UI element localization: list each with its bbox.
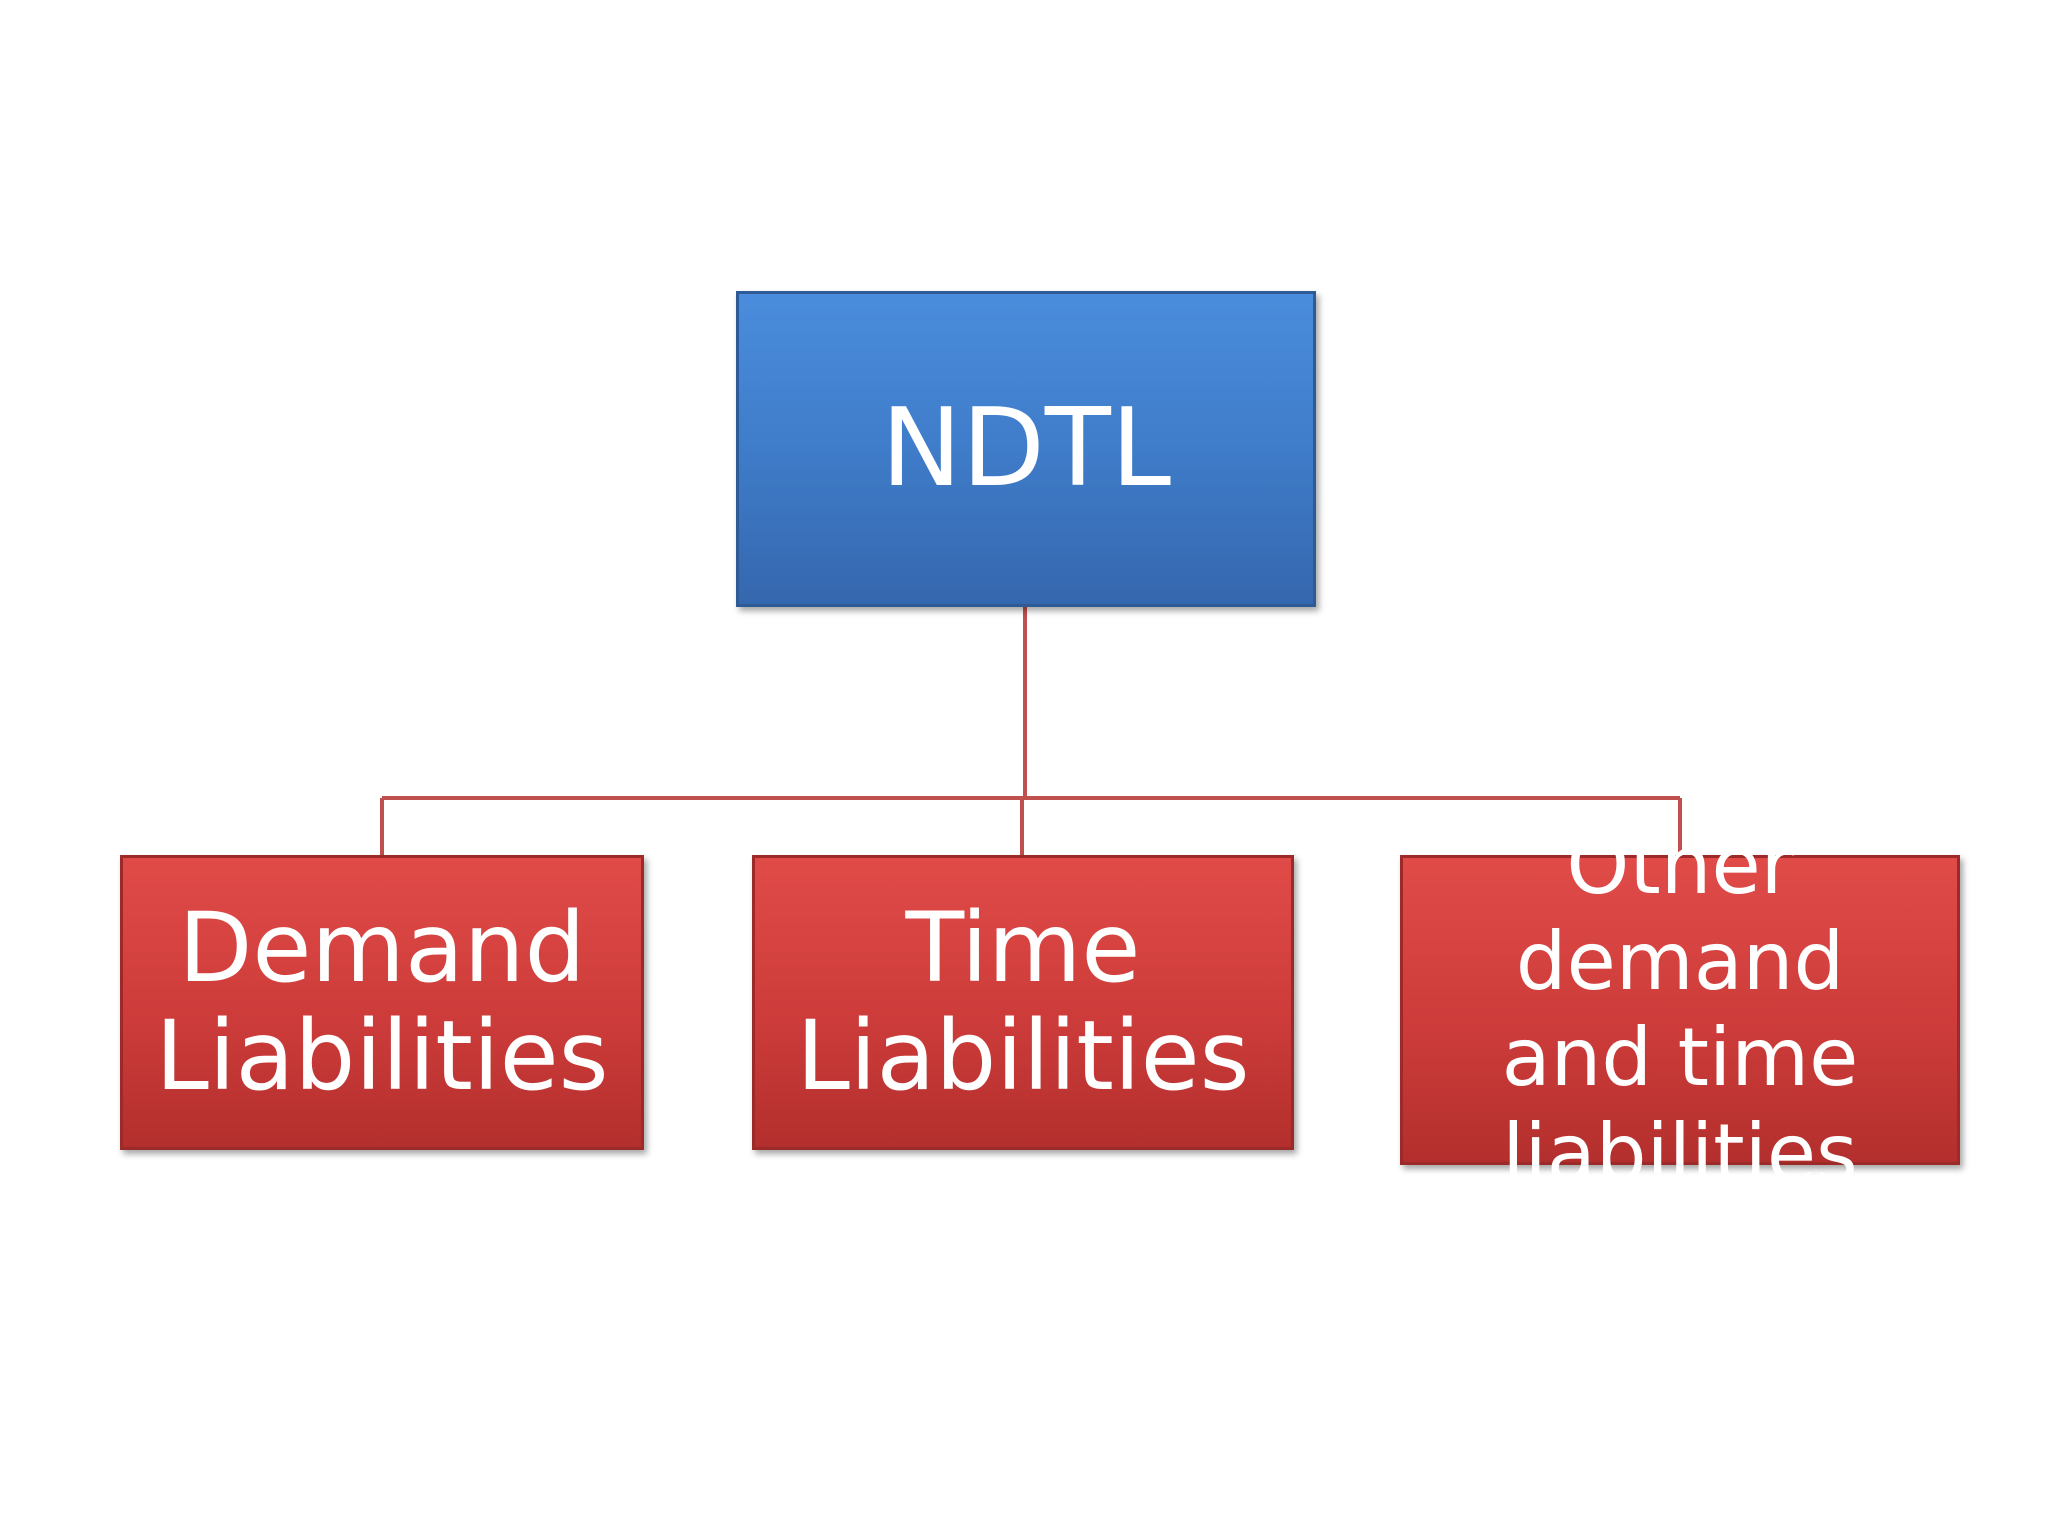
node-other-liabilities: Other demand and time liabilities [1400, 819, 1960, 1200]
node-demand-liabilities: Demand Liabilities [120, 855, 644, 1150]
node-ndtl: NDTL [736, 291, 1316, 607]
node-time-liabilities-label: Time Liabilities [796, 891, 1250, 1112]
node-time-liabilities: Time Liabilities [752, 855, 1294, 1150]
node-demand-liabilities-label: Demand Liabilities [155, 891, 609, 1112]
node-other-liabilities-label: Other demand and time liabilities [1501, 819, 1859, 1200]
node-ndtl-label: NDTL [880, 385, 1172, 511]
